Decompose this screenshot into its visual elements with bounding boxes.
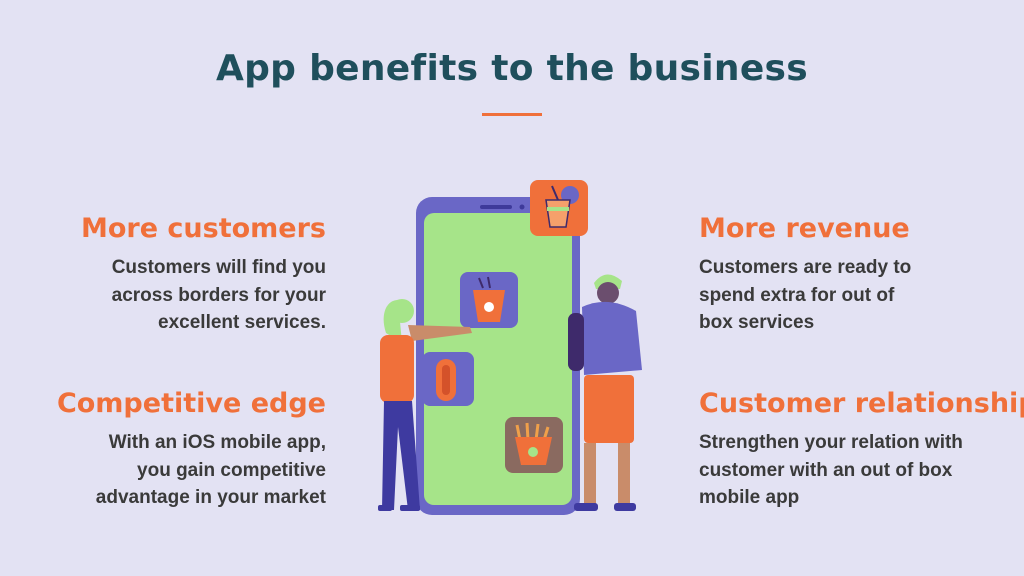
benefit-more-revenue: More revenue Customers are ready to spen…	[699, 213, 1019, 337]
benefit-line: box services	[699, 312, 815, 333]
benefit-line: advantage in your market	[95, 487, 326, 508]
benefit-line: Customers are ready to	[699, 257, 912, 278]
benefit-line: Customers will find you	[111, 257, 326, 278]
benefit-line: across borders for your	[111, 284, 326, 306]
man-figure-icon	[568, 274, 642, 511]
woman-figure-icon	[378, 299, 472, 511]
benefit-description: Strengthen your relation with customer w…	[699, 429, 1019, 512]
benefit-more-customers: More customers Customers will find you a…	[6, 213, 326, 337]
french-fries-icon	[505, 417, 563, 473]
benefit-description: With an iOS mobile app, you gain competi…	[6, 429, 326, 512]
benefit-heading: Competitive edge	[56, 388, 326, 419]
benefit-line: Strengthen your relation with	[699, 432, 963, 453]
benefit-heading: More customers	[80, 213, 326, 244]
benefit-line: mobile app	[699, 487, 800, 508]
phone-illustration	[378, 180, 642, 515]
hotdog-icon	[422, 352, 474, 406]
noodle-box-icon	[460, 272, 518, 328]
benefit-heading: More revenue	[699, 213, 910, 244]
benefit-line: customer with an out of box	[699, 459, 953, 481]
benefit-line: With an iOS mobile app,	[108, 432, 326, 453]
benefit-description: Customers are ready to spend extra for o…	[699, 254, 1019, 337]
benefit-description: Customers will find you across borders f…	[6, 254, 326, 337]
benefit-competitive-edge: Competitive edge With an iOS mobile app,…	[6, 388, 326, 512]
benefit-line: excellent services.	[158, 312, 326, 333]
benefit-heading: Customer relationship	[699, 388, 1024, 419]
title-underline	[482, 113, 542, 116]
page-title: App benefits to the business	[215, 48, 809, 89]
benefit-line: spend extra for out of	[699, 284, 895, 306]
benefit-line: you gain competitive	[137, 459, 326, 481]
benefit-customer-relationship: Customer relationship Strengthen your re…	[699, 388, 1024, 512]
drink-cup-icon	[530, 180, 588, 236]
